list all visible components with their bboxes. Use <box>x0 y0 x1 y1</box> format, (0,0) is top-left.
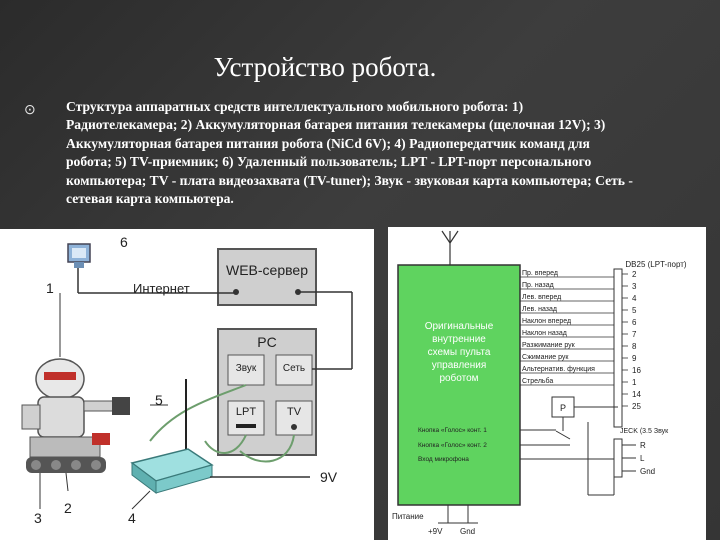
voice-button-contact-2: Кнопка «Голос» конт. 2 <box>418 442 487 449</box>
pin-number: 7 <box>632 330 637 339</box>
signal-label: Пр. вперед <box>522 270 558 277</box>
signal-label: Стрельба <box>522 377 553 385</box>
signal-label: Лев. вперед <box>522 294 561 301</box>
block-label-line-4: управления <box>432 360 487 371</box>
pin-number: 9 <box>632 354 637 363</box>
slide-title: Устройство робота. <box>0 52 650 83</box>
pin-number: 5 <box>632 306 637 315</box>
label-6: 6 <box>120 234 128 250</box>
robot-image <box>22 359 130 473</box>
voltage-label: 9V <box>320 469 338 485</box>
label-4: 4 <box>128 510 136 526</box>
signal-label: Разжимание рук <box>522 342 576 349</box>
bullet-icon: ⊙ <box>24 102 36 119</box>
block-label-line-3: схемы пульта <box>428 347 491 358</box>
port-title: DB25 (LPT-порт) <box>625 260 687 269</box>
signal-label: Наклон вперед <box>522 318 571 325</box>
lpt-label: LPT <box>236 406 256 418</box>
signal-label: Лев. назад <box>522 306 557 313</box>
remote-control-block <box>398 265 520 505</box>
pc-label: PC <box>257 334 276 350</box>
mic-input-label: Вход микрофона <box>418 456 469 463</box>
system-structure-diagram: WEB-сервер Интернет PC Звук Сеть LPT TV <box>0 229 374 540</box>
signal-label: Альтернатив. функция <box>522 366 595 373</box>
power-plus-label: +9V <box>428 527 443 536</box>
signal-label: Наклон назад <box>522 330 567 337</box>
relay-label: P <box>560 403 566 413</box>
block-label-line-2: внутренние <box>432 334 486 345</box>
voice-button-contact-1: Кнопка «Голос» конт. 1 <box>418 427 487 434</box>
pin-number: 3 <box>632 282 637 291</box>
slide-body-text: Структура аппаратных средств интеллектуа… <box>66 98 634 208</box>
label-5: 5 <box>155 392 163 408</box>
web-server-label: WEB-сервер <box>226 262 308 278</box>
pin-number: 6 <box>632 318 637 327</box>
pin-number: 16 <box>632 366 641 375</box>
interface-schematic-diagram: Оригинальные внутренние схемы пульта упр… <box>388 227 706 540</box>
label-3: 3 <box>34 510 42 526</box>
power-label: Питание <box>392 512 424 521</box>
jack-r-label: R <box>640 441 646 450</box>
pin-number: 8 <box>632 342 637 351</box>
signal-label: Пр. назад <box>522 282 554 289</box>
power-gnd-label: Gnd <box>460 527 475 536</box>
block-label-line-5: роботом <box>439 372 478 384</box>
network-card-label: Сеть <box>283 363 305 374</box>
internet-label: Интернет <box>133 281 190 296</box>
signal-label: Сжимание рук <box>522 354 569 361</box>
jack-label: JECK (3.5 Звук <box>620 428 669 435</box>
pin-number: 25 <box>632 402 641 411</box>
interface-schematic-image: Оригинальные внутренние схемы пульта упр… <box>388 227 706 540</box>
pin-list: 2 3 4 5 6 7 8 9 16 1 14 25 <box>622 270 641 411</box>
pin-number: 4 <box>632 294 637 303</box>
system-structure-image: WEB-сервер Интернет PC Звук Сеть LPT TV <box>0 229 374 540</box>
block-label-line-1: Оригинальные <box>425 321 494 332</box>
label-2: 2 <box>64 500 72 516</box>
radio-transmitter <box>132 449 212 493</box>
label-1: 1 <box>46 280 54 296</box>
pin-number: 2 <box>632 270 637 279</box>
jack-gnd-label: Gnd <box>640 467 655 476</box>
tv-label: TV <box>287 406 302 418</box>
jack-l-label: L <box>640 454 645 463</box>
pin-number: 1 <box>632 378 637 387</box>
pin-number: 14 <box>632 390 641 399</box>
remote-user-icon <box>68 244 90 268</box>
sound-card-label: Звук <box>236 363 257 374</box>
